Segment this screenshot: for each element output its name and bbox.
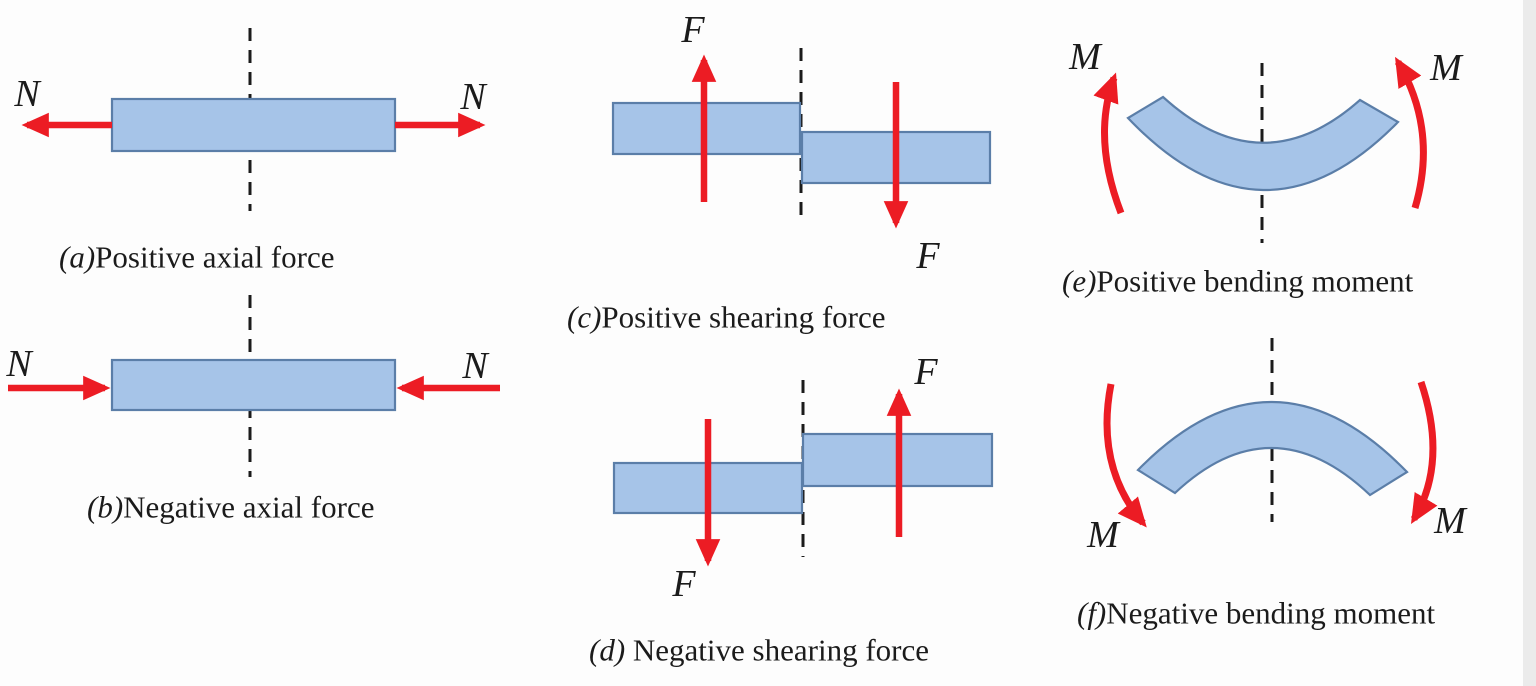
beam-segment	[110, 97, 397, 153]
moment-arrow-right-cw-icon	[1394, 56, 1427, 209]
caption-d-letter: (d)	[589, 632, 626, 668]
panel-d-negative-shear	[612, 380, 994, 567]
caption-b: (b)Negative axial force	[87, 488, 374, 525]
axial-force-label-left: N	[6, 343, 32, 385]
shear-force-label-bottom: F	[916, 235, 940, 277]
caption-f-letter: (f)	[1077, 595, 1107, 631]
panel-c-positive-shear	[611, 48, 992, 229]
caption-e-letter: (e)	[1062, 263, 1097, 299]
caption-c-text: Positive shearing force	[601, 299, 886, 335]
caption-a-letter: (a)	[59, 239, 96, 275]
moment-arrow-right-ccw-icon	[1410, 380, 1438, 525]
axial-force-label-right: N	[462, 345, 488, 387]
axial-force-label-right: N	[460, 76, 486, 118]
caption-e: (e)Positive bending moment	[1062, 262, 1413, 299]
shear-force-label-top: F	[681, 9, 705, 51]
moment-label-right: M	[1434, 500, 1466, 542]
caption-d-text: Negative shearing force	[625, 632, 929, 668]
panel-f-negative-moment	[1103, 338, 1438, 528]
caption-f: (f)Negative bending moment	[1077, 594, 1435, 631]
panel-a-positive-axial	[21, 28, 486, 211]
right-margin-strip	[1523, 0, 1536, 686]
moment-label-left: M	[1069, 36, 1101, 78]
moment-arrow-left-cw-icon	[1103, 383, 1147, 528]
beam-bent-concave-up	[1126, 95, 1400, 192]
caption-e-text: Positive bending moment	[1096, 263, 1414, 299]
caption-f-text: Negative bending moment	[1106, 595, 1436, 631]
panel-e-positive-moment	[1093, 56, 1427, 243]
caption-b-text: Negative axial force	[123, 489, 375, 525]
caption-a-text: Positive axial force	[95, 239, 335, 275]
moment-label-left: M	[1087, 514, 1119, 556]
shear-force-label-bottom: F	[672, 563, 696, 605]
moment-arrow-left-ccw-icon	[1093, 72, 1125, 215]
caption-d: (d) Negative shearing force	[589, 631, 929, 668]
caption-c: (c)Positive shearing force	[567, 298, 886, 335]
moment-label-right: M	[1430, 47, 1462, 89]
caption-c-letter: (c)	[567, 299, 602, 335]
caption-a: (a)Positive axial force	[59, 238, 334, 275]
shear-force-label-top: F	[914, 351, 938, 393]
panel-b-negative-axial	[8, 295, 500, 477]
beam-segment	[110, 358, 397, 412]
beam-bent-convex-up	[1136, 401, 1409, 497]
caption-b-letter: (b)	[87, 489, 124, 525]
axial-force-label-left: N	[14, 73, 40, 115]
